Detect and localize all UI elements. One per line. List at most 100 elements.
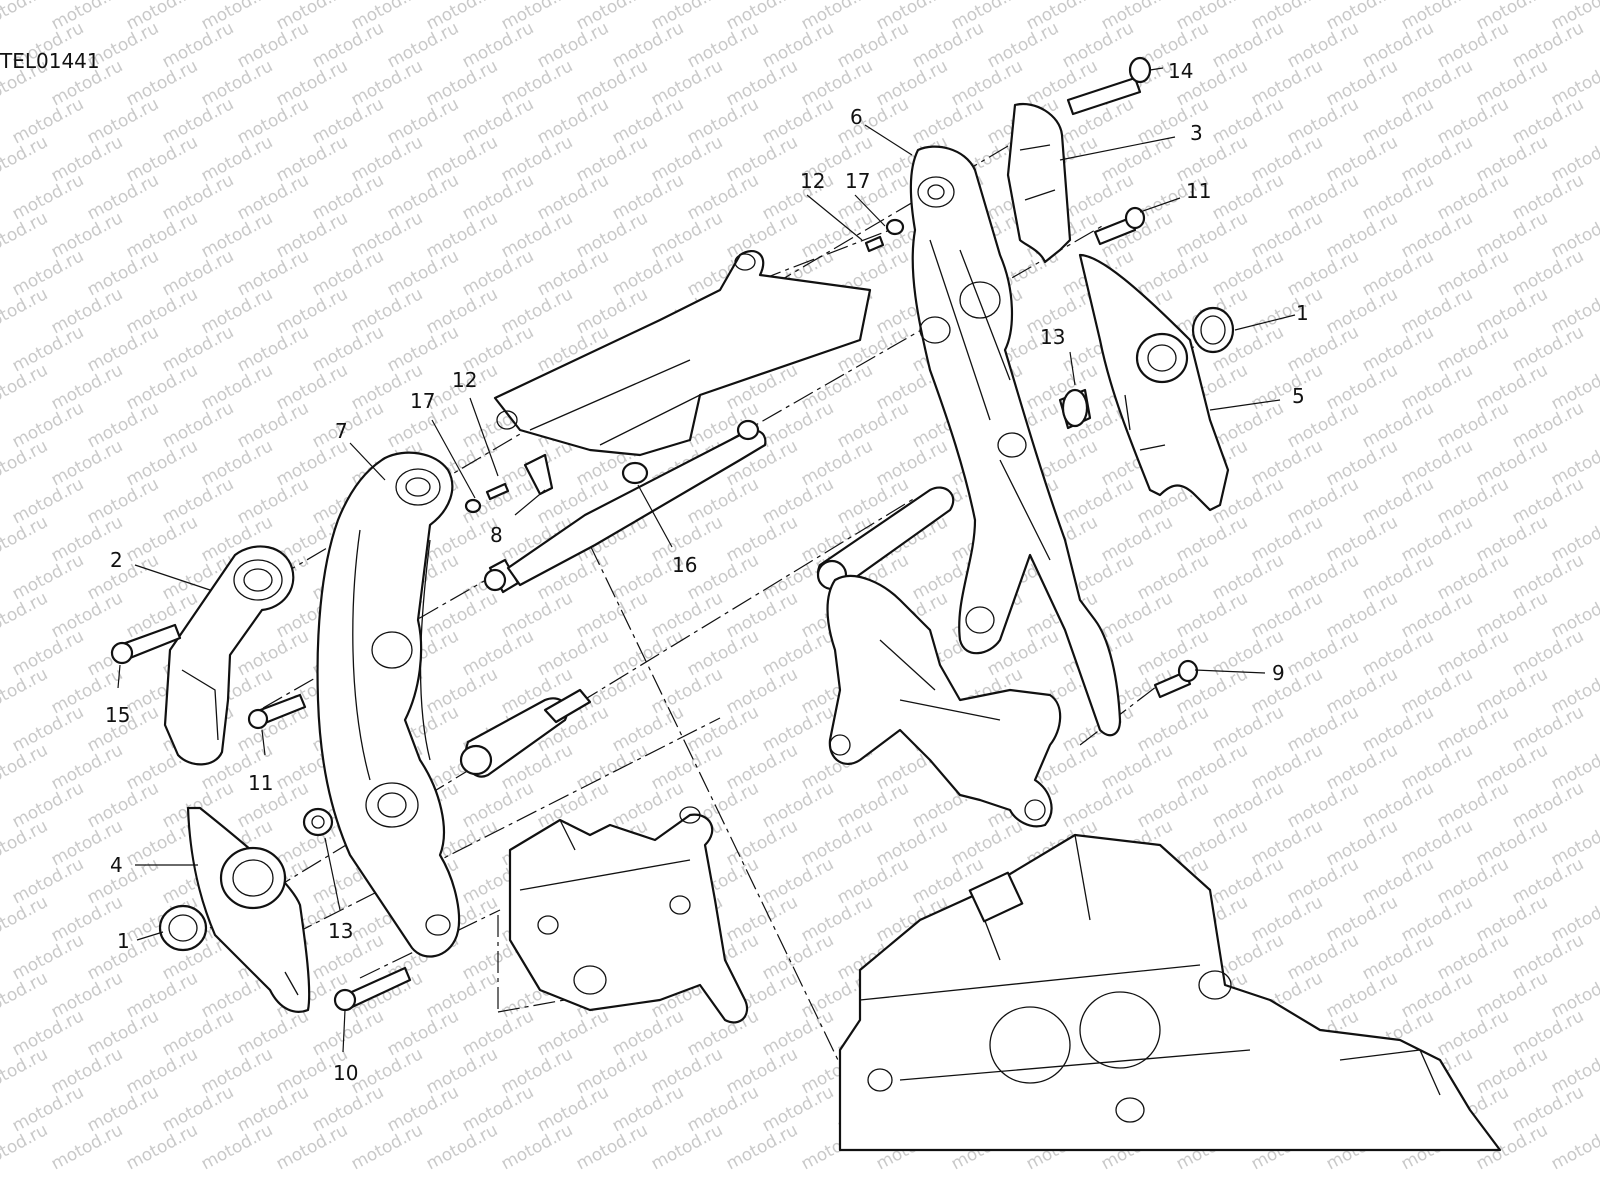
watermark-text: motod.ru [1473, 436, 1551, 490]
watermark-text: motod.ru [984, 18, 1062, 72]
watermark-text: motod.ru [459, 18, 537, 72]
watermark-text: motod.ru [1248, 360, 1326, 414]
watermark-text: motod.ru [759, 398, 837, 452]
watermark-text: motod.ru [1134, 778, 1212, 832]
watermark-text: motod.ru [1284, 322, 1362, 376]
watermark-text: motod.ru [159, 398, 237, 452]
watermark-text: motod.ru [0, 132, 51, 186]
watermark-text: motod.ru [0, 664, 51, 718]
watermark-text: motod.ru [684, 18, 762, 72]
watermark-text: motod.ru [498, 1044, 576, 1098]
watermark-text: motod.ru [1509, 18, 1587, 72]
engine-mount-bracket [508, 806, 749, 1024]
watermark-text: motod.ru [198, 284, 276, 338]
watermark-text: motod.ru [348, 1120, 426, 1174]
watermark-text: motod.ru [609, 18, 687, 72]
watermark-text: motod.ru [1248, 588, 1326, 642]
watermark-text: motod.ru [759, 702, 837, 756]
watermark-text: motod.ru [84, 398, 162, 452]
left-upper-bracket [163, 545, 295, 766]
watermark-text: motod.ru [684, 94, 762, 148]
watermark-text: motod.ru [1359, 930, 1437, 984]
watermark-text: motod.ru [459, 1006, 537, 1060]
watermark-text: motod.ru [648, 56, 726, 110]
watermark-text: motod.ru [1359, 474, 1437, 528]
watermark-text: motod.ru [273, 1120, 351, 1174]
callout-4: 4 [110, 853, 123, 877]
watermark-text: motod.ru [273, 208, 351, 262]
watermark-text: motod.ru [534, 170, 612, 224]
watermark-text: motod.ru [1473, 588, 1551, 642]
watermark-text: motod.ru [123, 132, 201, 186]
watermark-text: motod.ru [9, 1082, 87, 1136]
watermark-text: motod.ru [759, 18, 837, 72]
watermark-text: motod.ru [459, 246, 537, 300]
callout-7: 7 [335, 419, 348, 443]
watermark-text: motod.ru [1359, 702, 1437, 756]
leader-lines [117, 67, 1296, 1053]
watermark-text: motod.ru [1323, 512, 1401, 566]
watermark-text: motod.ru [1359, 778, 1437, 832]
watermark-text: motod.ru [84, 474, 162, 528]
watermark-text: motod.ru [723, 512, 801, 566]
watermark-text: motod.ru [1473, 56, 1551, 110]
watermark-text: motod.ru [723, 1044, 801, 1098]
callout-10: 10 [333, 1061, 358, 1085]
watermark-text: motod.ru [573, 56, 651, 110]
watermark-text: motod.ru [1284, 778, 1362, 832]
watermark-text: motod.ru [1473, 360, 1551, 414]
watermark-text: motod.ru [423, 1044, 501, 1098]
watermark-text: motod.ru [534, 626, 612, 680]
watermark-text: motod.ru [423, 664, 501, 718]
watermark-text: motod.ru [9, 474, 87, 528]
watermark-text: motod.ru [1509, 322, 1587, 376]
watermark-text: motod.ru [759, 170, 837, 224]
watermark-text: motod.ru [48, 436, 126, 490]
watermark-text: motod.ru [723, 816, 801, 870]
watermark-text: motod.ru [1284, 170, 1362, 224]
watermark-text: motod.ru [459, 170, 537, 224]
watermark-text: motod.ru [684, 626, 762, 680]
watermark-text: motod.ru [0, 968, 51, 1022]
watermark-text: motod.ru [834, 18, 912, 72]
watermark-text: motod.ru [309, 246, 387, 300]
watermark-text: motod.ru [1359, 170, 1437, 224]
watermark-text: motod.ru [423, 208, 501, 262]
watermark-text: motod.ru [1284, 854, 1362, 908]
watermark-text: motod.ru [609, 626, 687, 680]
watermark-text: motod.ru [9, 94, 87, 148]
watermark-text: motod.ru [309, 170, 387, 224]
watermark-text: motod.ru [123, 436, 201, 490]
watermark-text: motod.ru [48, 284, 126, 338]
watermark-text: motod.ru [1284, 930, 1362, 984]
watermark-text: motod.ru [198, 1044, 276, 1098]
watermark-text: motod.ru [384, 170, 462, 224]
watermark-text: motod.ru [759, 474, 837, 528]
watermark-text: motod.ru [723, 208, 801, 262]
bolts-left [110, 623, 412, 1012]
watermark-text: motod.ru [1434, 778, 1512, 832]
watermark-text: motod.ru [48, 892, 126, 946]
watermark-text: motod.ru [573, 1044, 651, 1098]
watermark-text: motod.ru [423, 1120, 501, 1174]
watermark-text: motod.ru [9, 702, 87, 756]
watermark-text: motod.ru [1323, 56, 1401, 110]
watermark-text: motod.ru [1209, 18, 1287, 72]
watermark-text: motod.ru [1359, 626, 1437, 680]
watermark-text: motod.ru [1323, 740, 1401, 794]
watermark-text: motod.ru [1359, 246, 1437, 300]
watermark-text: motod.ru [1509, 94, 1587, 148]
watermark-text: motod.ru [873, 56, 951, 110]
callout-8: 8 [490, 523, 503, 547]
watermark-text: motod.ru [48, 968, 126, 1022]
watermark-text: motod.ru [1209, 170, 1287, 224]
rear-cross-member [493, 250, 872, 457]
watermark-text: motod.ru [798, 816, 876, 870]
watermark-text: motod.ru [534, 246, 612, 300]
watermark-text: motod.ru [84, 778, 162, 832]
left-spacer-pins [459, 558, 569, 778]
watermark-text: motod.ru [648, 208, 726, 262]
watermark-text: motod.ru [1398, 284, 1476, 338]
watermark-text: motod.ru [1173, 816, 1251, 870]
watermark-text: motod.ru [1434, 170, 1512, 224]
